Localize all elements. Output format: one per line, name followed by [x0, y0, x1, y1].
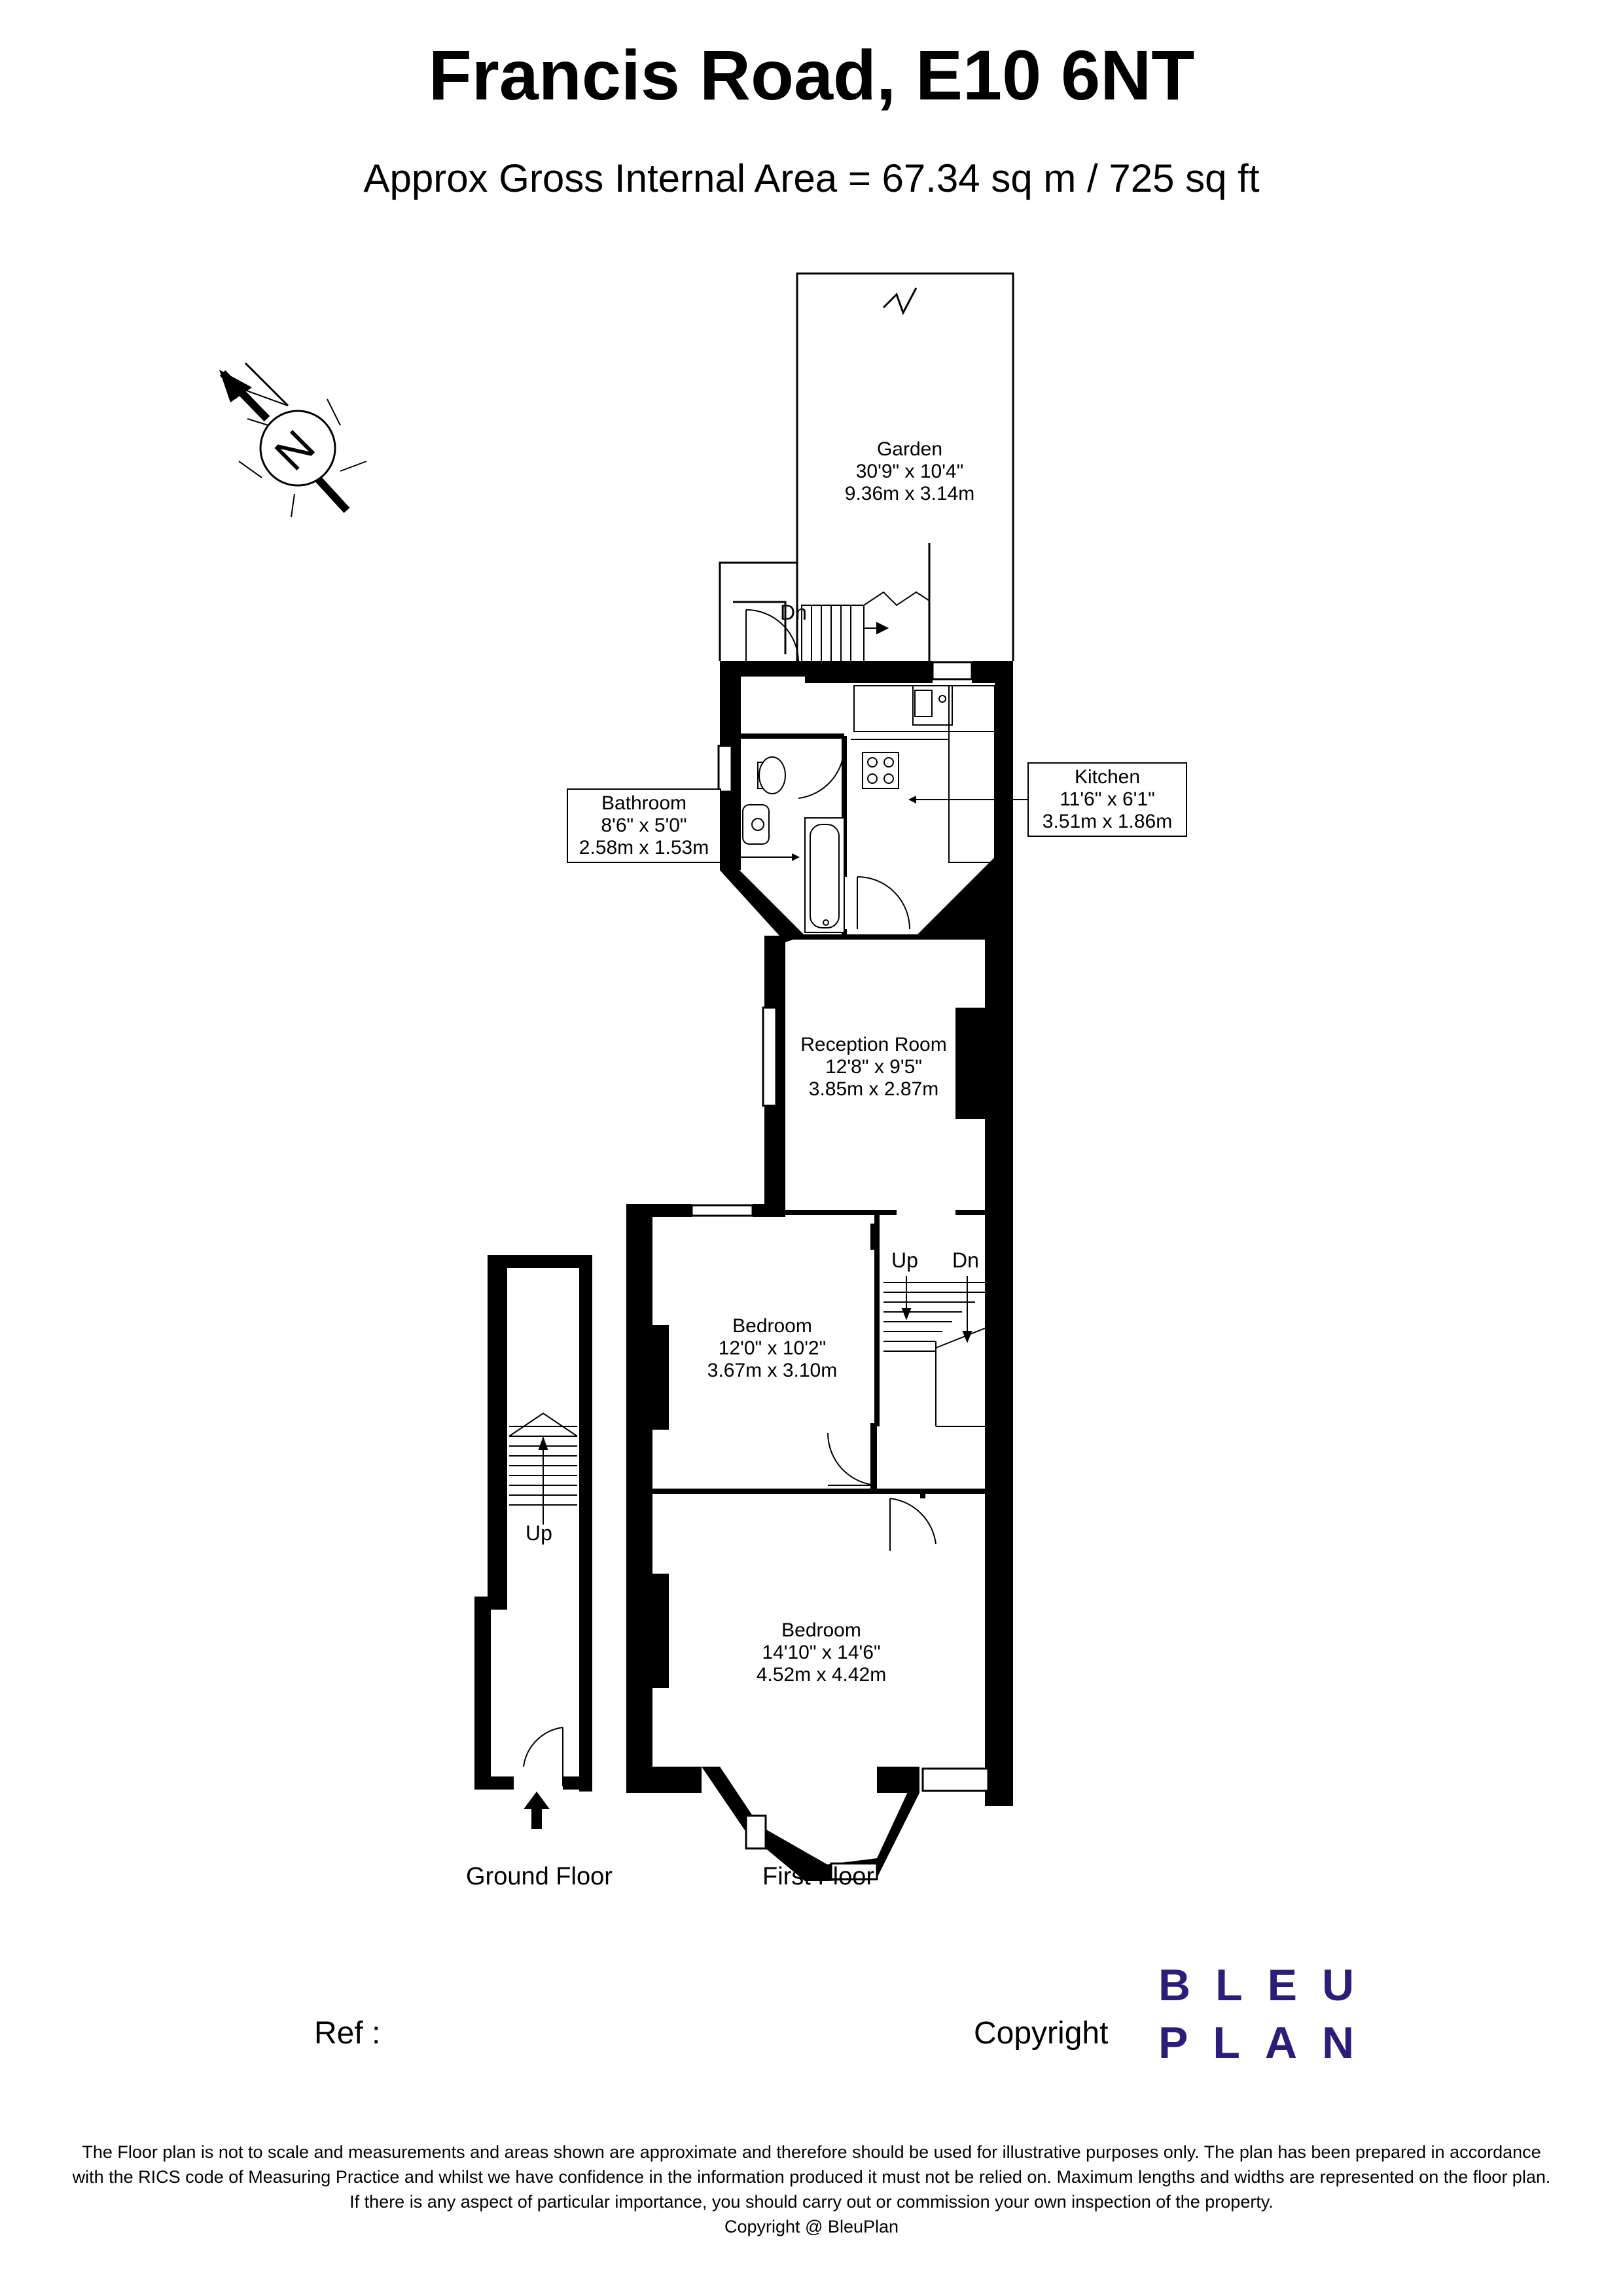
area-subtitle: Approx Gross Internal Area = 67.34 sq m … — [363, 156, 1260, 200]
bathroom-label: Bathroom 8'6" x 5'0" 2.58m x 1.53m — [567, 788, 721, 863]
room-metric: 3.51m x 1.86m — [1042, 811, 1173, 832]
disclaimer-line: with the RICS code of Measuring Practice… — [72, 2167, 1551, 2187]
room-name: Kitchen — [1074, 766, 1141, 788]
bedroom-2-label: Bedroom 14'10" x 14'6" 4.52m x 4.42m — [736, 1619, 906, 1686]
room-metric: 2.58m x 1.53m — [579, 837, 709, 858]
ref-label: Ref : — [314, 2016, 381, 2051]
bedroom-1-label: Bedroom 12'0" x 10'2" 3.67m x 3.10m — [687, 1315, 857, 1382]
north-arrow-icon — [219, 362, 367, 518]
first-floor-walls — [626, 661, 1013, 1881]
room-imperial: 30'9" x 10'4" — [855, 461, 964, 482]
kitchen-fittings — [851, 685, 995, 863]
page-title: Francis Road, E10 6NT — [428, 35, 1195, 115]
room-metric: 4.52m x 4.42m — [756, 1664, 887, 1686]
ground-floor-label: Ground Floor — [466, 1863, 613, 1890]
first-floor-label: First Floor — [762, 1863, 874, 1890]
room-imperial: 12'0" x 10'2" — [718, 1337, 827, 1359]
garden-label: Garden 30'9" x 10'4" 9.36m x 3.14m — [831, 438, 988, 505]
doors — [523, 609, 936, 1786]
logo-line-1: BLEU — [1158, 1960, 1380, 2010]
room-name: Bathroom — [601, 792, 687, 814]
room-metric: 3.67m x 3.10m — [707, 1360, 838, 1381]
windows — [690, 661, 990, 1881]
disclaimer: The Floor plan is not to scale and measu… — [13, 2140, 1610, 2239]
room-imperial: 14'10" x 14'6" — [762, 1642, 881, 1663]
reception-label: Reception Room 12'8" x 9'5" 3.85m x 2.87… — [785, 1034, 962, 1101]
entrance-arrow-icon — [524, 1792, 550, 1829]
room-metric: 3.85m x 2.87m — [808, 1078, 939, 1100]
landing-stairs — [883, 1276, 995, 1427]
room-name: Reception Room — [800, 1034, 947, 1055]
garden-outline — [719, 272, 1014, 661]
room-imperial: 8'6" x 5'0" — [601, 815, 687, 836]
room-metric: 9.36m x 3.14m — [844, 483, 975, 504]
copyright-label: Copyright — [974, 2016, 1109, 2051]
disclaimer-line: Copyright @ BleuPlan — [724, 2217, 899, 2236]
logo-line-2: PLAN — [1158, 2018, 1380, 2068]
bathroom-fittings — [742, 745, 846, 933]
landing-stairs-dn-label: Dn — [952, 1248, 979, 1272]
ground-stairs-up-label: Up — [526, 1521, 552, 1545]
garden-stairs-dn-label: Dn — [780, 601, 807, 624]
room-name: Bedroom — [781, 1619, 861, 1641]
ground-floor-walls — [474, 1255, 592, 1792]
disclaimer-line: The Floor plan is not to scale and measu… — [82, 2142, 1541, 2162]
room-name: Bedroom — [732, 1315, 812, 1337]
bleuplan-logo: BLEU PLAN — [1158, 1956, 1379, 2072]
disclaimer-line: If there is any aspect of particular imp… — [349, 2192, 1274, 2212]
room-name: Garden — [876, 438, 943, 460]
room-imperial: 11'6" x 6'1" — [1060, 788, 1155, 810]
kitchen-label: Kitchen 11'6" x 6'1" 3.51m x 1.86m — [1027, 762, 1187, 837]
ground-floor-stairs — [508, 1412, 578, 1525]
room-imperial: 12'8" x 9'5" — [825, 1056, 922, 1078]
landing-stairs-up-label: Up — [891, 1248, 918, 1272]
